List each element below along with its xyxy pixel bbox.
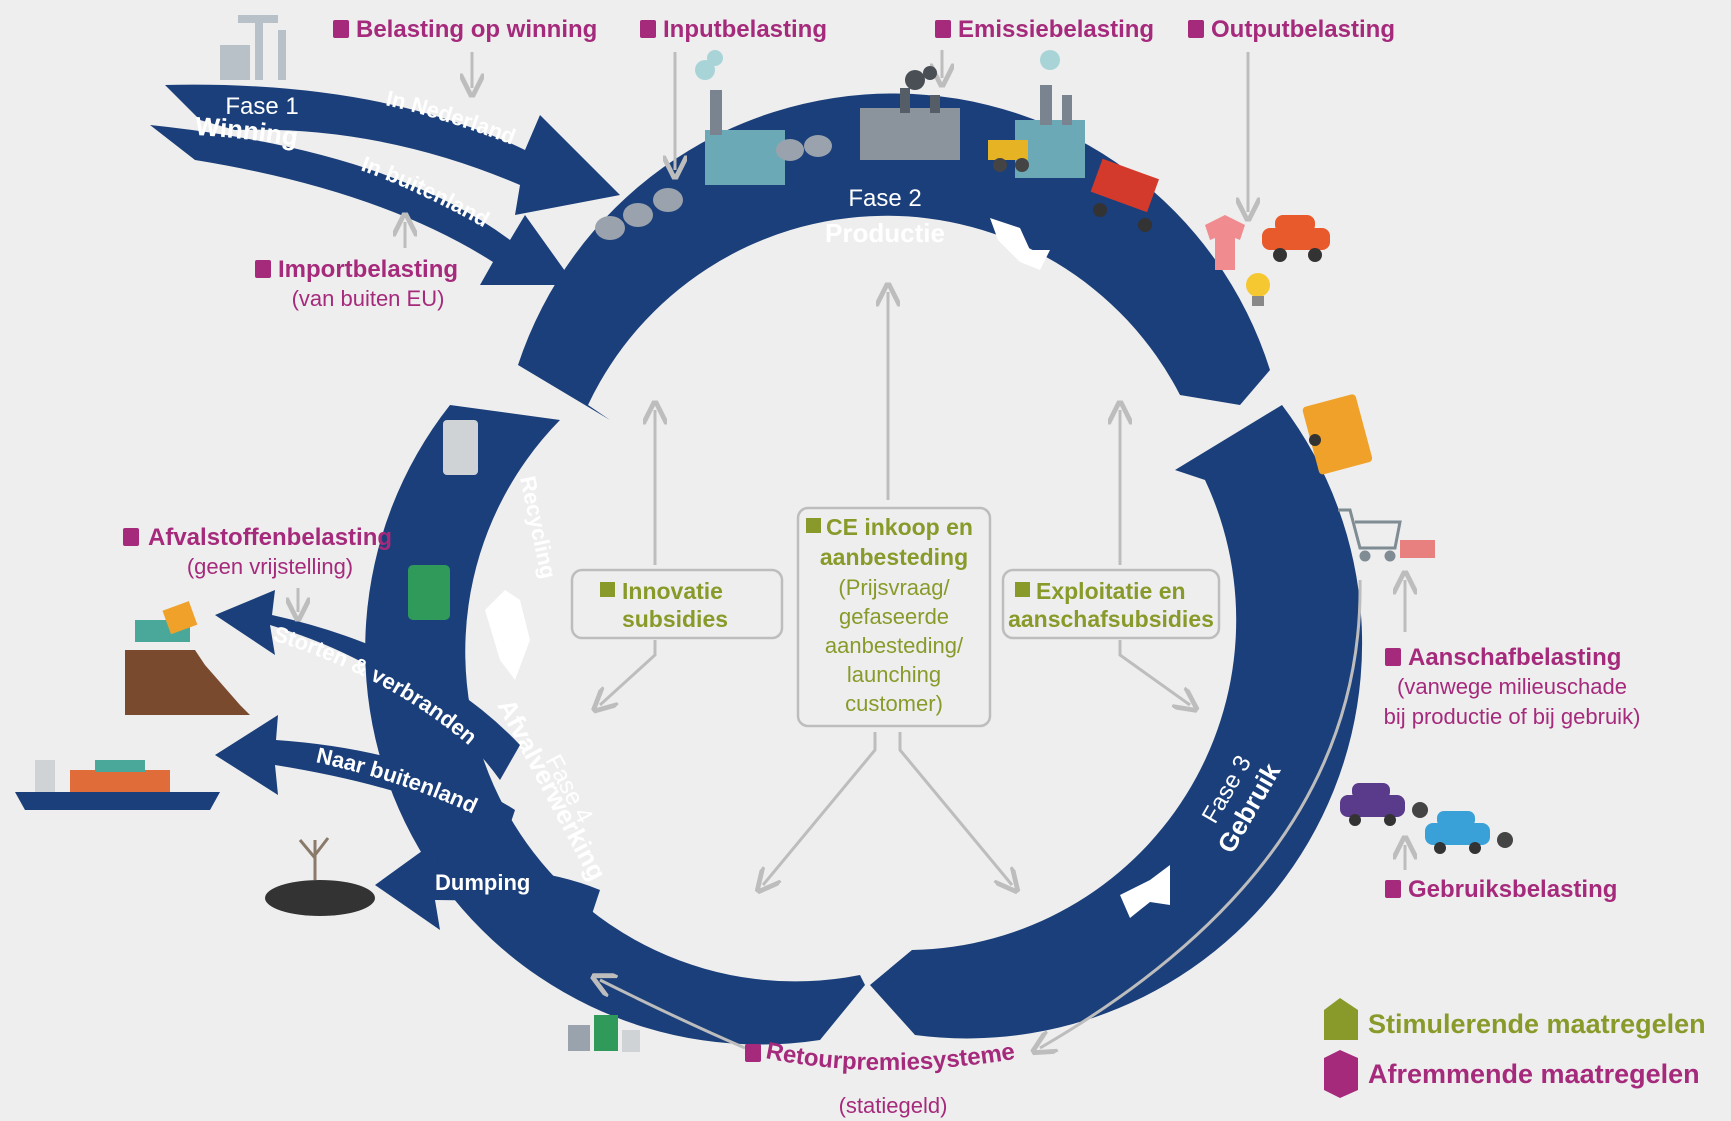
stimulus-icon bbox=[1015, 582, 1030, 597]
svg-text:Gebruiksbelasting: Gebruiksbelasting bbox=[1408, 876, 1617, 903]
svg-text:aanschafsubsidies: aanschafsubsidies bbox=[1008, 606, 1214, 632]
ring-cycle-icons bbox=[485, 218, 1170, 918]
fase1-label: Fase 1 bbox=[225, 93, 298, 120]
svg-text:Innovatie: Innovatie bbox=[622, 578, 723, 604]
tax-output: Outputbelasting bbox=[1188, 16, 1395, 43]
trash-bins-icon bbox=[568, 1015, 640, 1052]
svg-text:Aanschafbelasting: Aanschafbelasting bbox=[1408, 644, 1621, 671]
svg-text:(Prijsvraag/: (Prijsvraag/ bbox=[838, 575, 950, 600]
tax-emissie: Emissiebelasting bbox=[935, 16, 1154, 43]
cycle-arrow-icon bbox=[1120, 865, 1170, 918]
basket-icon bbox=[1400, 540, 1435, 558]
svg-text:aanbesteding/: aanbesteding/ bbox=[825, 633, 964, 658]
svg-text:Afvalstoffenbelasting: Afvalstoffenbelasting bbox=[148, 524, 392, 551]
svg-text:gefaseerde: gefaseerde bbox=[839, 604, 949, 629]
cars-icon bbox=[1340, 783, 1513, 854]
svg-text:(vanwege milieuschade: (vanwege milieuschade bbox=[1397, 674, 1627, 699]
factory-icon bbox=[695, 50, 785, 185]
tax-winning: Belasting op winning bbox=[333, 16, 597, 43]
svg-text:Inputbelasting: Inputbelasting bbox=[663, 16, 827, 43]
svg-text:Emissiebelasting: Emissiebelasting bbox=[958, 16, 1154, 43]
arrow-ce-down-right bbox=[898, 732, 1012, 885]
silos-icon bbox=[595, 135, 832, 240]
illustrations bbox=[15, 15, 1513, 1052]
bulldozer-icon bbox=[988, 140, 1029, 172]
svg-text:CE inkoop en: CE inkoop en bbox=[826, 514, 973, 540]
fase2-label: Fase 2 bbox=[848, 185, 921, 212]
tax-icon bbox=[745, 1044, 761, 1062]
fase2-title: Productie bbox=[825, 218, 945, 248]
svg-text:Exploitatie en: Exploitatie en bbox=[1036, 578, 1186, 604]
inhibit-legend-icon bbox=[1324, 1050, 1358, 1098]
naar-buitenland-arrow bbox=[215, 715, 515, 840]
svg-text:(statiegeld): (statiegeld) bbox=[839, 1093, 948, 1118]
delivery-truck-icon bbox=[1302, 394, 1373, 475]
emission-factory-icon bbox=[860, 66, 960, 160]
svg-text:bij productie of bij gebruik): bij productie of bij gebruik) bbox=[1384, 704, 1641, 729]
shirt-icon bbox=[1205, 215, 1245, 270]
car-icon bbox=[1262, 215, 1330, 262]
storten-arrow bbox=[215, 590, 520, 780]
indicator-arrows bbox=[298, 50, 1405, 1048]
legend-stimulerend: Stimulerende maatregelen bbox=[1324, 998, 1706, 1040]
shopping-cart-icon bbox=[1338, 508, 1402, 562]
truck-icon bbox=[1090, 158, 1160, 232]
landfill-icon bbox=[125, 601, 250, 715]
tax-icon bbox=[935, 20, 951, 38]
svg-text:Outputbelasting: Outputbelasting bbox=[1211, 16, 1395, 43]
legend-afremmend: Afremmende maatregelen bbox=[1324, 1050, 1700, 1098]
stimulus-icon bbox=[600, 582, 615, 597]
tax-afval: Afvalstoffenbelasting (geen vrijstelling… bbox=[123, 524, 392, 579]
dumping-label: Dumping bbox=[435, 870, 530, 895]
tax-icon bbox=[123, 528, 139, 546]
svg-text:subsidies: subsidies bbox=[622, 606, 728, 632]
arrow-exploitatie-down bbox=[1118, 640, 1190, 705]
svg-text:customer): customer) bbox=[845, 691, 943, 716]
waste-arrows bbox=[215, 590, 600, 930]
in-buitenland-arrow bbox=[150, 125, 575, 285]
dump-icon bbox=[265, 837, 375, 916]
legend: Stimulerende maatregelen Afremmende maat… bbox=[1324, 998, 1706, 1098]
tax-aanschaf: Aanschafbelasting (vanwege milieuschade … bbox=[1384, 644, 1641, 729]
tax-icon bbox=[255, 260, 271, 278]
recycling-truck-icon bbox=[408, 420, 478, 620]
svg-text:(geen vrijstelling): (geen vrijstelling) bbox=[187, 554, 353, 579]
in-nederland-arrow bbox=[165, 84, 620, 216]
cycle-arrow-icon bbox=[990, 218, 1050, 270]
tax-input: Inputbelasting bbox=[640, 16, 827, 43]
tax-import: Importbelasting (van buiten EU) bbox=[255, 256, 458, 311]
arrow-retour-right bbox=[1040, 579, 1362, 1048]
tax-icon bbox=[640, 20, 656, 38]
svg-text:Stimulerende maatregelen: Stimulerende maatregelen bbox=[1368, 1009, 1706, 1039]
tax-icon bbox=[1188, 20, 1204, 38]
exploitatie-box: Exploitatie en aanschafsubsidies bbox=[1001, 568, 1221, 640]
dumping-arrow bbox=[375, 838, 600, 930]
cycle-arrow-icon bbox=[485, 590, 530, 680]
recycling-label: Recycling bbox=[515, 474, 561, 581]
svg-text:Belasting op winning: Belasting op winning bbox=[356, 16, 597, 43]
svg-text:Afremmende maatregelen: Afremmende maatregelen bbox=[1368, 1059, 1700, 1089]
arrow-retour-left bbox=[600, 980, 746, 1050]
arrow-innovatie-down bbox=[600, 640, 657, 705]
stimulus-icon bbox=[806, 518, 821, 533]
tax-gebruik: Gebruiksbelasting bbox=[1385, 876, 1617, 903]
lightbulb-icon bbox=[1246, 273, 1270, 306]
tax-icon bbox=[333, 20, 349, 38]
innovatie-box: Innovatie subsidies bbox=[570, 568, 784, 640]
winning-arrows bbox=[150, 84, 620, 285]
oil-rig-icon bbox=[220, 15, 286, 80]
tax-icon bbox=[1385, 880, 1401, 898]
stimulerende-labels: Innovatie subsidies CE inkoop en aanbest… bbox=[570, 506, 1221, 728]
tax-icon bbox=[1385, 648, 1401, 666]
svg-text:aanbesteding: aanbesteding bbox=[820, 544, 968, 570]
stimulus-legend-icon bbox=[1324, 998, 1358, 1040]
svg-text:launching: launching bbox=[847, 662, 941, 687]
svg-text:Importbelasting: Importbelasting bbox=[278, 256, 458, 283]
cargo-ship-icon bbox=[15, 760, 220, 810]
ce-inkoop-box: CE inkoop en aanbesteding (Prijsvraag/ g… bbox=[796, 506, 992, 728]
arrow-ce-down-left bbox=[763, 732, 877, 885]
svg-text:(van buiten EU): (van buiten EU) bbox=[292, 286, 445, 311]
fase3-segment bbox=[870, 405, 1363, 1039]
